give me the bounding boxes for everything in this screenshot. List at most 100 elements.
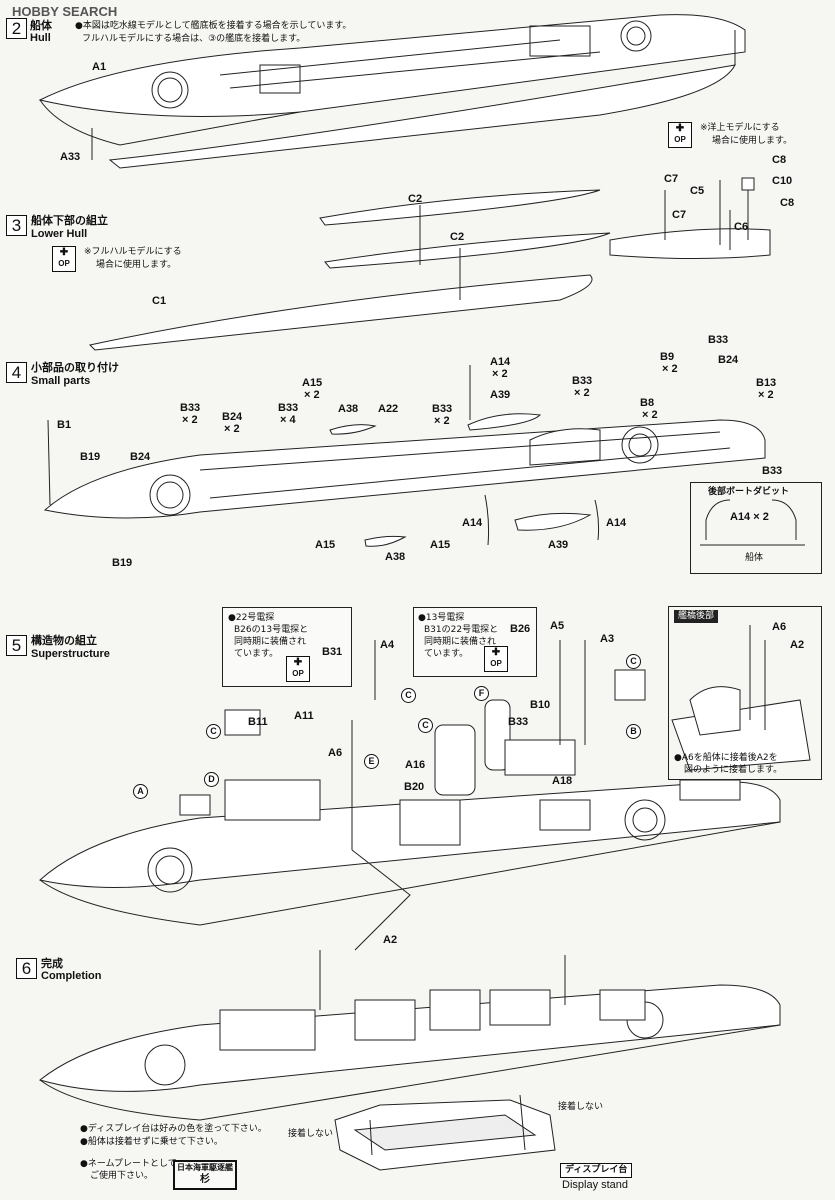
part-label: A38 bbox=[338, 403, 359, 415]
part-label: A22 bbox=[378, 403, 399, 415]
part-label: B24 bbox=[130, 451, 151, 463]
no-glue-label: 接着しない bbox=[288, 1129, 334, 1139]
step-note: 場合に使用します。 bbox=[96, 260, 177, 270]
op-badge: ✚OP bbox=[668, 122, 692, 148]
watermark: HOBBY SEARCH bbox=[12, 4, 118, 19]
part-label: B13 bbox=[756, 377, 777, 389]
step-note: ※洋上モデルにする bbox=[700, 123, 780, 133]
step-number: 6 bbox=[16, 958, 37, 979]
part-label: B33 bbox=[432, 403, 453, 415]
inset-rear-davit bbox=[690, 482, 822, 574]
part-label: × 2 bbox=[304, 389, 320, 401]
subassembly-marker-e: E bbox=[364, 754, 379, 769]
subassembly-marker-d: D bbox=[204, 772, 219, 787]
inset-note: 図のように接着します。 bbox=[684, 765, 783, 775]
completion-note: ご使用下さい。 bbox=[90, 1171, 154, 1181]
step-title-ja: 完成 bbox=[41, 958, 63, 970]
part-label: B1 bbox=[57, 419, 72, 431]
subassembly-marker-c: C bbox=[401, 688, 416, 703]
part-label: A38 bbox=[385, 551, 406, 563]
step-title-ja: 構造物の組立 bbox=[31, 635, 97, 647]
step-title-en: Completion bbox=[41, 970, 102, 982]
part-label: A15 bbox=[315, 539, 336, 551]
part-label: × 2 bbox=[574, 387, 590, 399]
step-note: ●本図は吃水線モデルとして艦底板を接着する場合を示しています。 bbox=[75, 21, 352, 31]
completion-note: ●ネームプレートとして bbox=[80, 1159, 177, 1169]
step-number: 2 bbox=[6, 18, 27, 39]
nameplate-line1: 日本海軍駆逐艦 bbox=[177, 1163, 233, 1172]
nameplate: 日本海軍駆逐艦 杉 bbox=[173, 1160, 237, 1190]
op-badge: ✚OP bbox=[52, 246, 76, 272]
step-number: 5 bbox=[6, 635, 27, 656]
part-label: A15 bbox=[302, 377, 323, 389]
note-line: B26の13号電探と bbox=[234, 625, 309, 635]
part-label: C1 bbox=[152, 295, 167, 307]
step-number: 4 bbox=[6, 362, 27, 383]
part-label: B24 bbox=[222, 411, 243, 423]
part-label: C7 bbox=[672, 209, 687, 221]
part-label: B24 bbox=[718, 354, 739, 366]
stand-title-ja: ディスプレイ台 bbox=[560, 1163, 633, 1178]
part-label: B33 bbox=[508, 716, 529, 728]
part-label: B33 bbox=[762, 465, 783, 477]
no-glue-label: 接着しない bbox=[558, 1102, 604, 1112]
completion-note: ●ディスプレイ台は好みの色を塗って下さい。 bbox=[80, 1124, 267, 1134]
part-label: C2 bbox=[450, 231, 465, 243]
op-icon: ✚ bbox=[293, 657, 303, 668]
part-label: B19 bbox=[80, 451, 101, 463]
step-title-en: Lower Hull bbox=[31, 228, 88, 240]
inset-note: ●A6を船体に接着後A2を bbox=[674, 753, 778, 763]
completion-note: ●船体は接着せずに乗せて下さい。 bbox=[80, 1137, 223, 1147]
note-line: B31の22号電探と bbox=[424, 625, 499, 635]
part-label: A2 bbox=[383, 934, 398, 946]
note-line: ています。 bbox=[234, 649, 279, 659]
subassembly-marker-c: C bbox=[418, 718, 433, 733]
part-label: A39 bbox=[490, 389, 511, 401]
part-label: × 2 bbox=[662, 363, 678, 375]
step-title-en: Small parts bbox=[31, 375, 91, 387]
inset-bridge-rear bbox=[668, 606, 822, 780]
step-note: ※フルハルモデルにする bbox=[84, 247, 182, 257]
op-badge: ✚OP bbox=[484, 646, 508, 672]
part-label: B33 bbox=[278, 402, 299, 414]
stand-title-en: Display stand bbox=[562, 1179, 629, 1191]
part-label: B33 bbox=[180, 402, 201, 414]
inset-title: 艦橋後部 bbox=[674, 610, 719, 623]
part-label: A14 × 2 bbox=[730, 511, 769, 523]
part-label: A5 bbox=[550, 620, 565, 632]
part-label: B9 bbox=[660, 351, 675, 363]
part-label: B8 bbox=[640, 397, 655, 409]
nameplate-line2: 杉 bbox=[200, 1174, 210, 1185]
part-label: A6 bbox=[328, 747, 343, 759]
part-label: C6 bbox=[734, 221, 749, 233]
subassembly-marker-a: A bbox=[133, 784, 148, 799]
part-label: A14 bbox=[462, 517, 483, 529]
part-label: B33 bbox=[572, 375, 593, 387]
part-label: B20 bbox=[404, 781, 425, 793]
note-line: ています。 bbox=[424, 649, 469, 659]
part-label: × 2 bbox=[492, 368, 508, 380]
subassembly-marker-c: C bbox=[206, 724, 221, 739]
part-label: C10 bbox=[772, 175, 793, 187]
op-icon: ✚ bbox=[675, 123, 685, 134]
subassembly-marker-c: C bbox=[626, 654, 641, 669]
note-line: ●22号電探 bbox=[228, 613, 275, 623]
part-label: C5 bbox=[690, 185, 705, 197]
part-label: A4 bbox=[380, 639, 395, 651]
part-label: B11 bbox=[248, 716, 268, 728]
step-note: 場合に使用します。 bbox=[712, 136, 793, 146]
part-label: B19 bbox=[112, 557, 133, 569]
subassembly-marker-f: F bbox=[474, 686, 489, 701]
step-number: 3 bbox=[6, 215, 27, 236]
part-label: A16 bbox=[405, 759, 426, 771]
part-label: × 2 bbox=[224, 423, 240, 435]
part-label: × 2 bbox=[182, 414, 198, 426]
note-line: ●13号電探 bbox=[418, 613, 465, 623]
part-label: C8 bbox=[780, 197, 795, 209]
part-label: × 2 bbox=[642, 409, 658, 421]
part-label: B31 bbox=[322, 646, 343, 658]
note-line: 同時期に装備され bbox=[424, 637, 497, 647]
part-label: C7 bbox=[664, 173, 679, 185]
part-label: C2 bbox=[408, 193, 423, 205]
